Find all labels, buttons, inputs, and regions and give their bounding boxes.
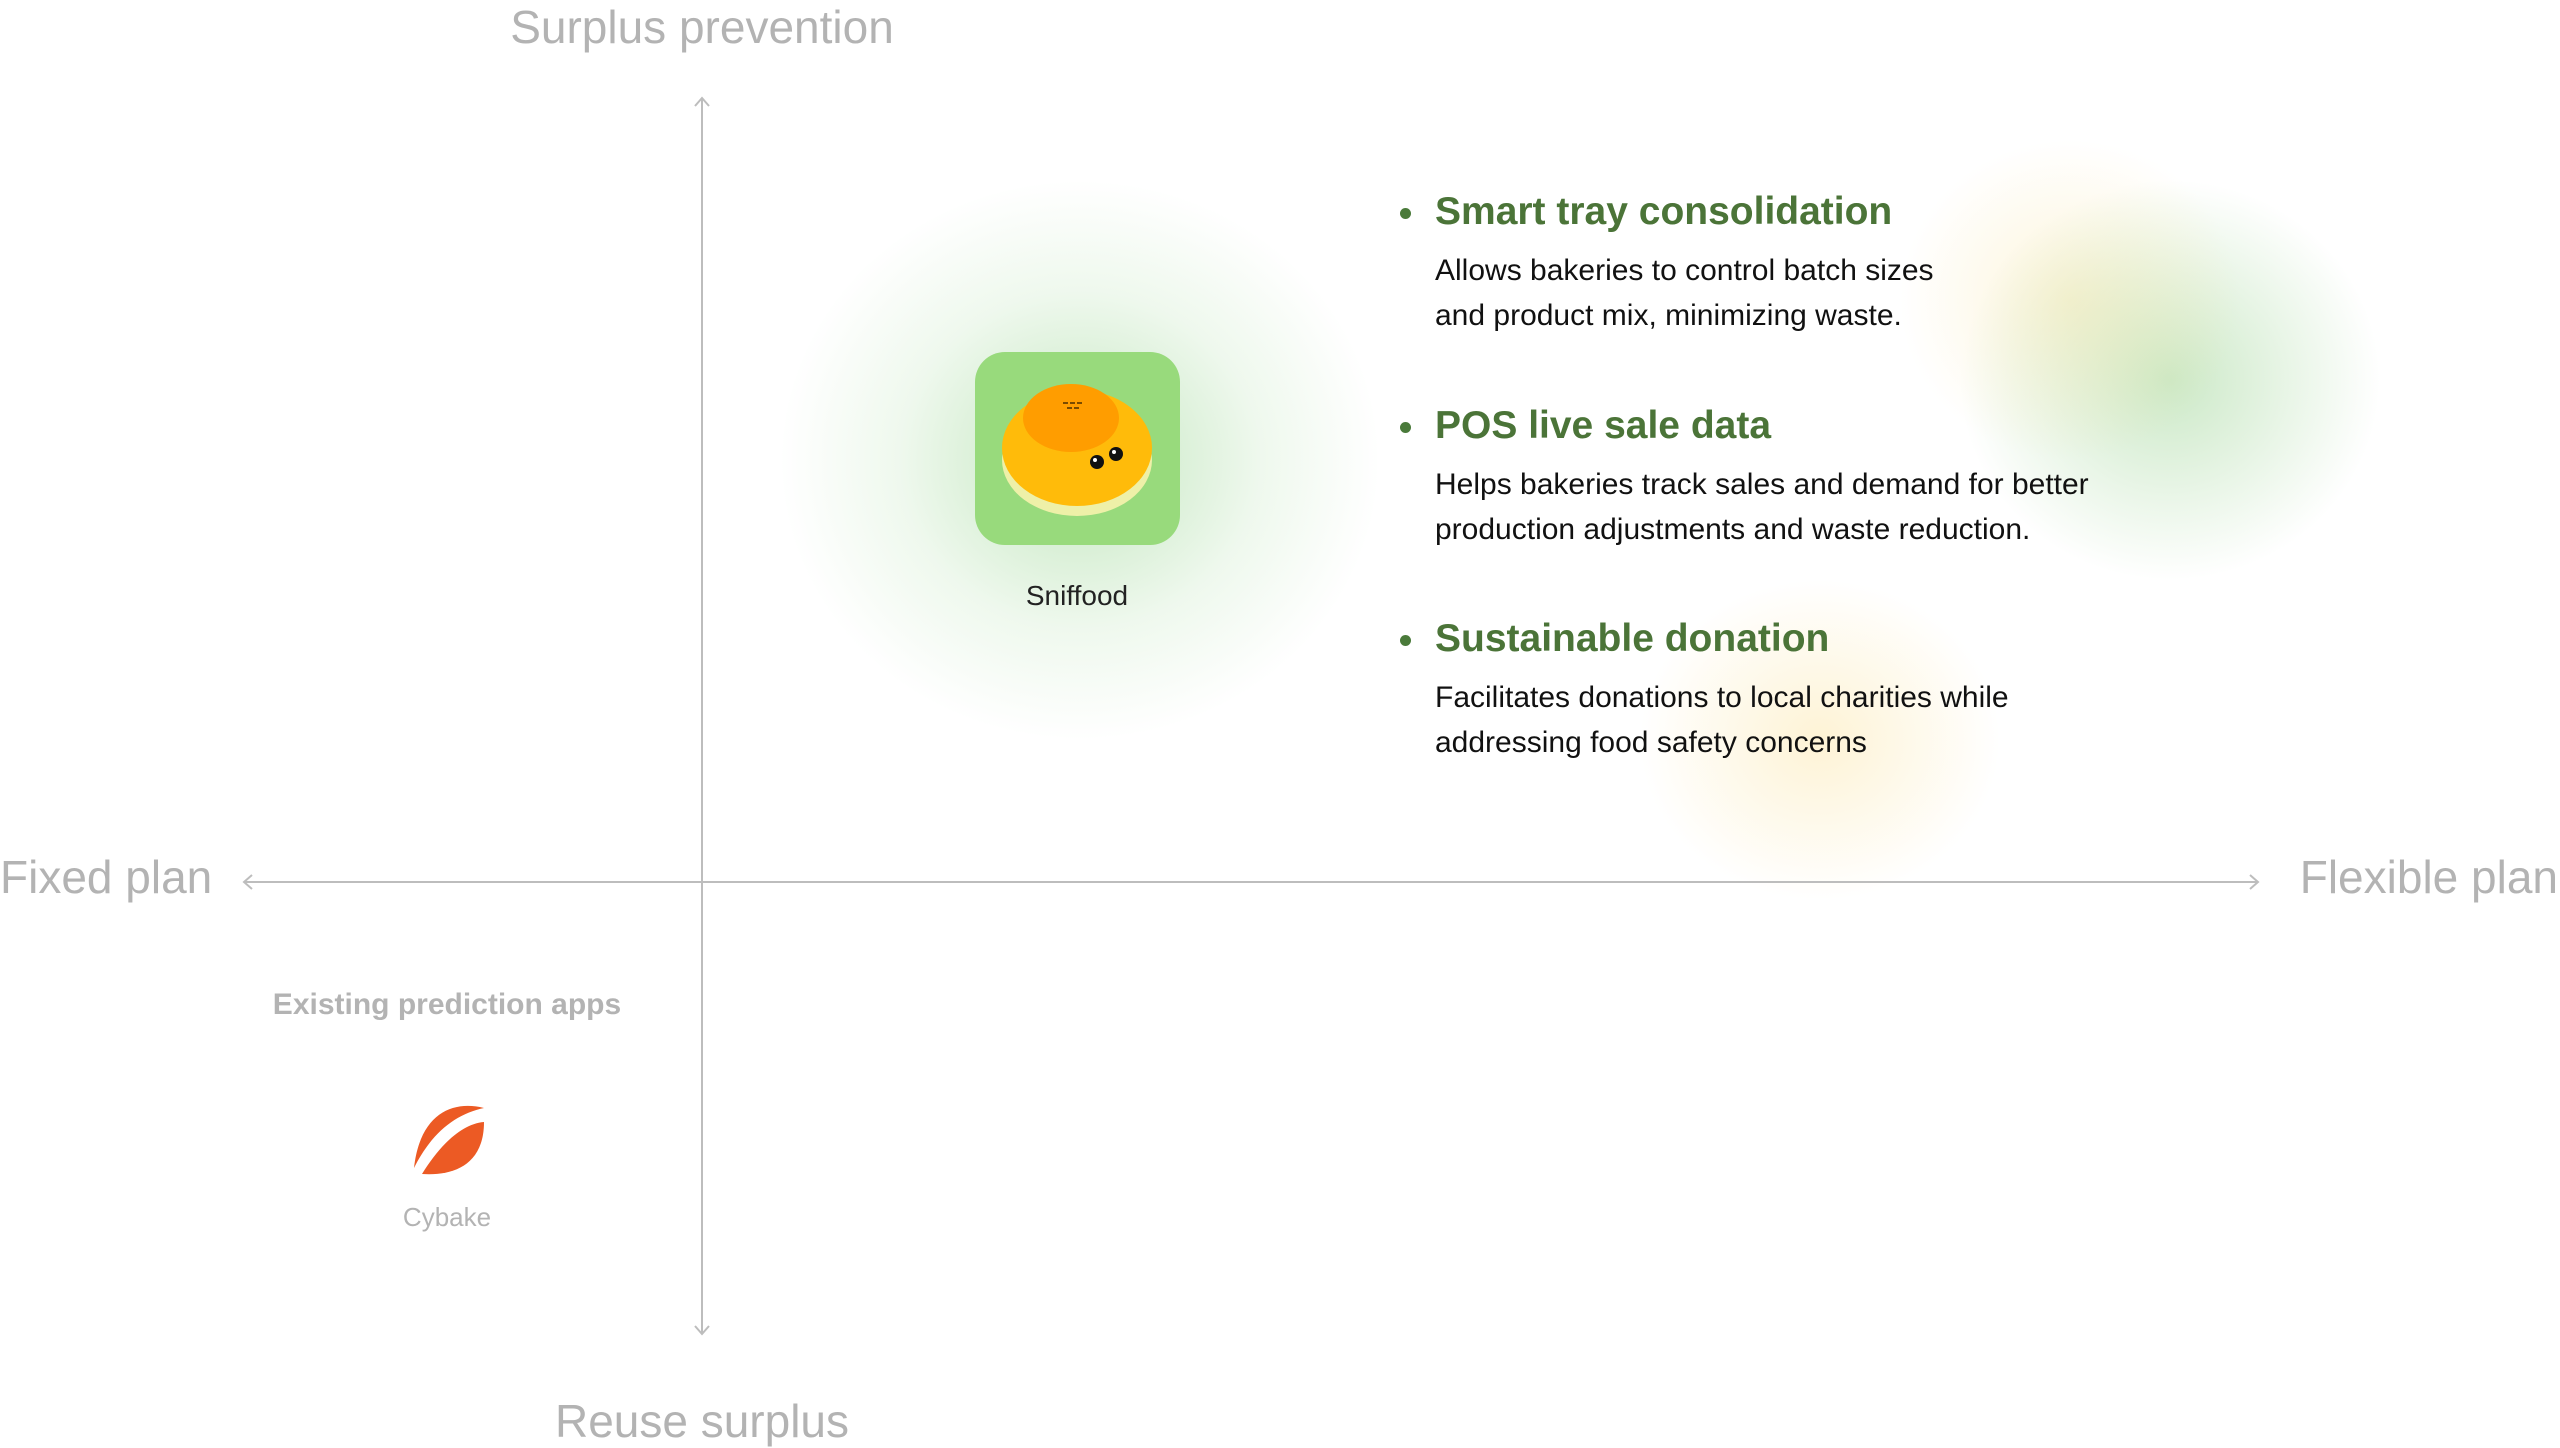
- feature-description: Allows bakeries to control batch sizes an…: [1435, 248, 2235, 338]
- bullet-dot: [1400, 422, 1411, 433]
- feature-line: production adjustments and waste reducti…: [1435, 513, 2031, 546]
- sniffood-label: Sniffood: [1025, 580, 1129, 611]
- axis-label-left: Fixed plan: [0, 851, 213, 903]
- arrow-down-icon: [694, 1325, 710, 1336]
- arrow-right-icon: [2249, 874, 2260, 890]
- feature-line: addressing food safety concerns: [1435, 726, 1867, 759]
- feature-title: Sustainable donation: [1435, 617, 1830, 660]
- feature-line: Facilitates donations to local charities…: [1435, 681, 2009, 714]
- axis-label-right: Flexible plan: [2299, 851, 2558, 903]
- axis-label-bottom: Reuse surplus: [554, 1395, 850, 1447]
- cybake-logo-icon[interactable]: [412, 1104, 488, 1176]
- bullet-dot: [1400, 208, 1411, 219]
- arrow-left-icon: [242, 874, 253, 890]
- feature-title: POS live sale data: [1435, 404, 1772, 447]
- feature-title: Smart tray consolidation: [1435, 190, 1893, 233]
- cybake-label: Cybake: [402, 1202, 492, 1232]
- feature-line: Allows bakeries to control batch sizes: [1435, 254, 1934, 287]
- arrow-up-icon: [694, 96, 710, 107]
- feature-line: Helps bakeries track sales and demand fo…: [1435, 468, 2089, 501]
- existing-apps-heading: Existing prediction apps: [272, 988, 622, 1021]
- bullet-dot: [1400, 635, 1411, 646]
- feature-description: Helps bakeries track sales and demand fo…: [1435, 462, 2235, 552]
- feature-description: Facilitates donations to local charities…: [1435, 675, 2235, 765]
- axis-label-top: Surplus prevention: [510, 1, 894, 53]
- feature-line: and product mix, minimizing waste.: [1435, 299, 1902, 332]
- pancake-mascot-icon: [1002, 384, 1152, 516]
- sniffood-app-icon[interactable]: [975, 352, 1180, 545]
